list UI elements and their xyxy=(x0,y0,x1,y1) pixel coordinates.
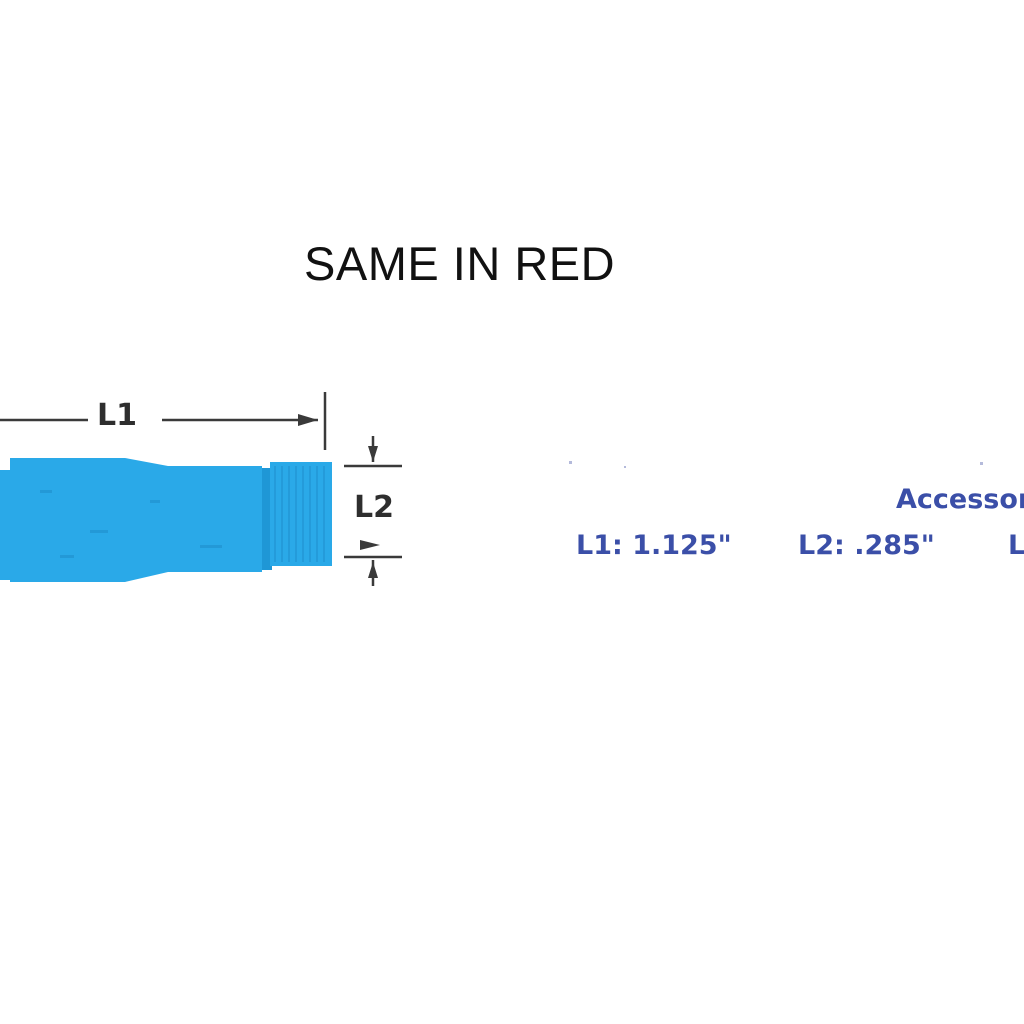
accessory-title: Accessor xyxy=(896,484,1024,515)
l1-label: L1 xyxy=(97,398,137,433)
l2-label: L2 xyxy=(354,490,394,525)
page-heading: SAME IN RED xyxy=(304,237,616,290)
spec-l3-partial: L xyxy=(1008,530,1024,561)
spec-l1: L1: 1.125" xyxy=(576,530,732,561)
scan-dots xyxy=(569,461,983,468)
spec-l3-partial-wrap: L xyxy=(1008,530,1024,561)
l1-dimension-line xyxy=(0,392,327,450)
blue-fitting-part xyxy=(0,458,332,582)
spec-l2: L2: .285" xyxy=(798,530,935,561)
l2-dimension-line xyxy=(344,436,402,586)
